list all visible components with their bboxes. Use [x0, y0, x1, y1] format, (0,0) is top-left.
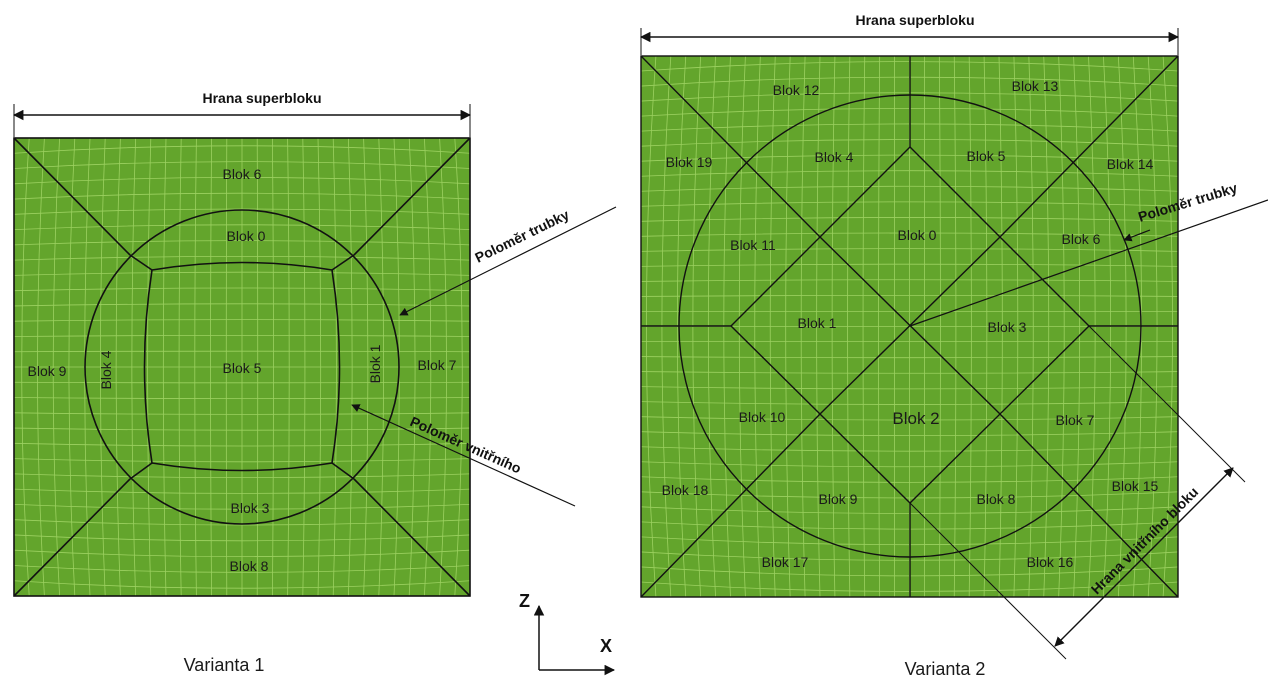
block-label: Blok 10	[739, 409, 786, 425]
block-label: Blok 6	[223, 166, 262, 182]
variant-1-caption: Varianta 1	[184, 655, 265, 675]
block-label: Blok 3	[988, 319, 1027, 335]
block-label: Blok 1	[367, 344, 383, 383]
inner-radius-arrow	[351, 404, 576, 507]
block-label: Blok 1	[798, 315, 837, 331]
variant-2-mesh	[640, 55, 1179, 598]
block-label: Blok 18	[662, 482, 709, 498]
block-label: Blok 8	[977, 491, 1016, 507]
pipe-radius-leader	[909, 199, 1268, 327]
block-label: Blok 19	[666, 154, 713, 170]
block-label: Blok 6	[1062, 231, 1101, 247]
mesh-grid-lines	[14, 138, 470, 596]
block-label: Blok 9	[28, 363, 67, 379]
pipe-radius-arrow	[1123, 229, 1151, 242]
block-boundaries	[13, 137, 471, 597]
variant-2-caption: Varianta 2	[905, 659, 986, 679]
block-label: Blok 12	[773, 82, 820, 98]
edge-label: Hrana superbloku	[202, 90, 321, 106]
block-label: Blok 16	[1027, 554, 1074, 570]
block-label: Blok 7	[1056, 412, 1095, 428]
pipe-radius-arrow	[399, 206, 617, 316]
variant-1-mesh	[13, 137, 471, 597]
coordinate-axes: Z X	[519, 591, 616, 676]
block-label: Blok 15	[1112, 478, 1159, 494]
block-label: Blok 5	[967, 148, 1006, 164]
block-label: Blok 2	[892, 409, 939, 428]
block-label: Blok 4	[815, 149, 854, 165]
block-label: Blok 4	[98, 350, 114, 389]
block-label: Blok 3	[231, 500, 270, 516]
block-label: Blok 14	[1107, 156, 1154, 172]
extension-line	[909, 502, 1067, 660]
inner-edge-dimension-arrow	[1054, 467, 1234, 647]
block-label: Blok 17	[762, 554, 809, 570]
block-label: Blok 8	[230, 558, 269, 574]
block-label: Blok 5	[223, 360, 262, 376]
block-label: Blok 0	[898, 227, 937, 243]
variant-1-labels: Blok 6 Blok 0 Blok 9 Blok 5 Blok 7 Blok …	[28, 166, 457, 574]
block-label: Blok 13	[1012, 78, 1059, 94]
z-axis-label: Z	[519, 591, 530, 611]
extension-line	[1088, 325, 1246, 483]
block-label: Blok 0	[227, 228, 266, 244]
block-label: Blok 9	[819, 491, 858, 507]
x-axis-label: X	[600, 636, 612, 656]
block-label: Blok 11	[730, 237, 776, 253]
block-label: Blok 7	[418, 357, 457, 373]
edge-label: Hrana superbloku	[855, 12, 974, 28]
